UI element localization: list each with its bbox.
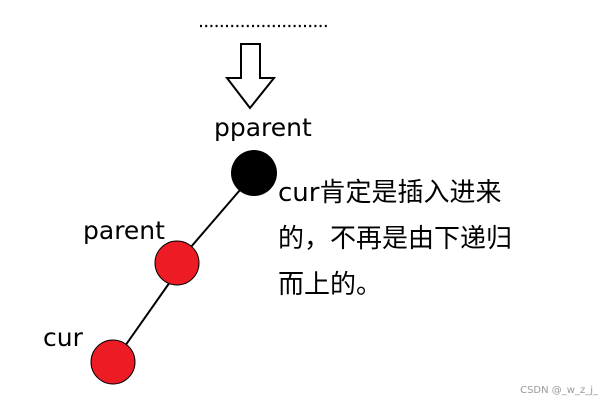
down-arrow-icon	[224, 43, 277, 110]
node-parent	[154, 240, 200, 286]
edge-parent-cur	[117, 281, 171, 357]
node-cur	[90, 339, 136, 385]
label-cur: cur	[43, 323, 83, 352]
note-line-1: cur肯定是插入进来	[278, 178, 502, 208]
node-pparent	[231, 150, 277, 196]
annotation-note: cur肯定是插入进来 的，不再是由下递归 而上的。	[278, 170, 568, 308]
note-line-2: 的，不再是由下递归	[278, 224, 513, 254]
watermark: CSDN @_w_z_j_	[520, 385, 598, 396]
label-pparent: pparent	[214, 113, 312, 142]
label-parent: parent	[83, 216, 165, 245]
note-line-3: 而上的。	[278, 270, 383, 300]
